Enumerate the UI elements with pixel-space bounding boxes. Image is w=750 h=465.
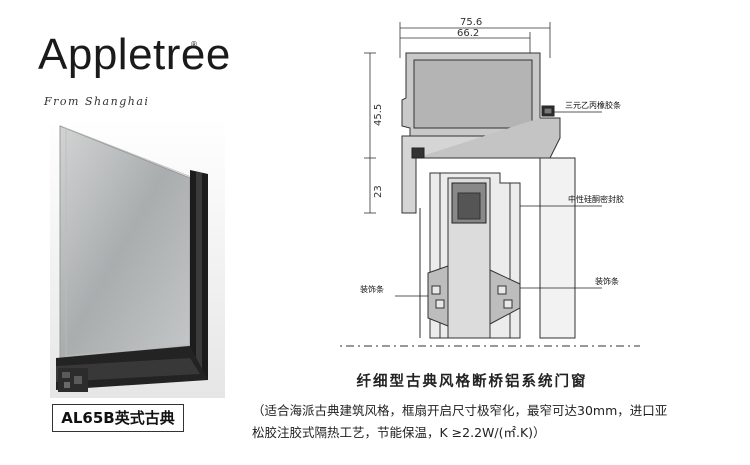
brand-tagline: From Shanghai: [44, 95, 150, 108]
dim-upper-height: 45.5: [373, 104, 384, 126]
dim-lower-height: 23: [373, 185, 384, 198]
dim-outer-width: 75.6: [460, 17, 482, 28]
callout-decor-strip-right: 装饰条: [595, 276, 619, 286]
frame-profile: [401, 52, 561, 214]
mid-gasket: [411, 147, 425, 159]
epdm-gasket: [541, 105, 555, 117]
callout-neutral-sealant: 中性硅酮密封胶: [568, 194, 624, 204]
product-title: 纤细型古典风格断桥铝系统门窗: [356, 374, 588, 390]
callout-decor-strip-left: 装饰条: [360, 284, 384, 294]
model-label: AL65B英式古典: [52, 404, 184, 432]
decor-bead-right: [489, 269, 521, 325]
brand-logo: Appletree: [38, 30, 231, 79]
callout-leaders: [395, 111, 602, 297]
sash-profile: [419, 157, 576, 339]
registered-mark: ®: [190, 40, 198, 49]
description-line-2: 松胶注胶式隔热工艺，节能保温，K ≥2.2W/(㎡.K)）: [252, 425, 546, 440]
dim-inner-width: 66.2: [457, 28, 479, 39]
profile-section-drawing: 75.6 66.2 45.5 23: [340, 17, 640, 347]
window-sample-image: [50, 118, 225, 398]
height-dimension-lines: [364, 52, 376, 214]
callout-epdm-strip: 三元乙丙橡胶条: [565, 100, 621, 110]
decor-bead-left: [427, 265, 449, 327]
description-line-1: （适合海派古典建筑风格，框扇开启尺寸极窄化，最窄可达30mm，进口亚: [252, 403, 668, 418]
product-description: （适合海派古典建筑风格，框扇开启尺寸极窄化，最窄可达30mm，进口亚 松胶注胶式…: [252, 400, 732, 444]
